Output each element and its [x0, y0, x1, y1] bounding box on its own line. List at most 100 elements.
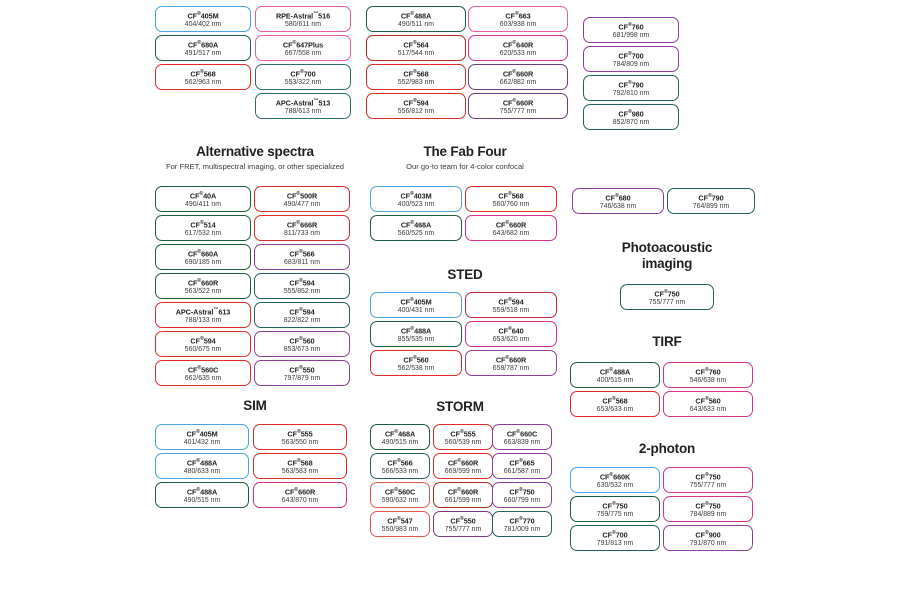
dye-name: CF®700 — [290, 69, 316, 79]
trademark-mark: ® — [505, 355, 510, 362]
section-title-sted: STED — [447, 267, 483, 282]
dye-name: CF®566 — [387, 458, 413, 468]
dye-wavelengths: 562/538 nm — [397, 364, 435, 372]
dye-wavelengths: 517/544 nm — [397, 49, 435, 57]
trademark-mark: ® — [196, 487, 201, 494]
section-subtitle-alternative-spectra: For FRET, multispectral imaging, or othe… — [165, 162, 345, 171]
dye-name: CF®550 — [289, 365, 315, 375]
dye-name: CF®488A — [186, 487, 218, 497]
dye-wavelengths: 653/633 nm — [596, 405, 634, 413]
dye-name: CF®488A — [599, 367, 631, 377]
dye-wavelengths: 563/550 nm — [281, 438, 319, 446]
dye-wavelengths: 663/839 nm — [503, 438, 541, 446]
dye-wavelengths: 653/620 nm — [492, 335, 530, 343]
dye-wavelengths: 560/539 nm — [444, 438, 482, 446]
trademark-mark: ® — [663, 289, 668, 296]
dye-name: RPE-Astral™516 — [275, 11, 331, 21]
trademark-mark: ® — [516, 429, 521, 436]
trademark-mark: ® — [459, 516, 464, 523]
dye-name: CF®666R — [286, 220, 318, 230]
trademark-mark: ® — [296, 191, 301, 198]
trademark-mark: ® — [518, 516, 523, 523]
trademark-mark: ® — [507, 297, 512, 304]
